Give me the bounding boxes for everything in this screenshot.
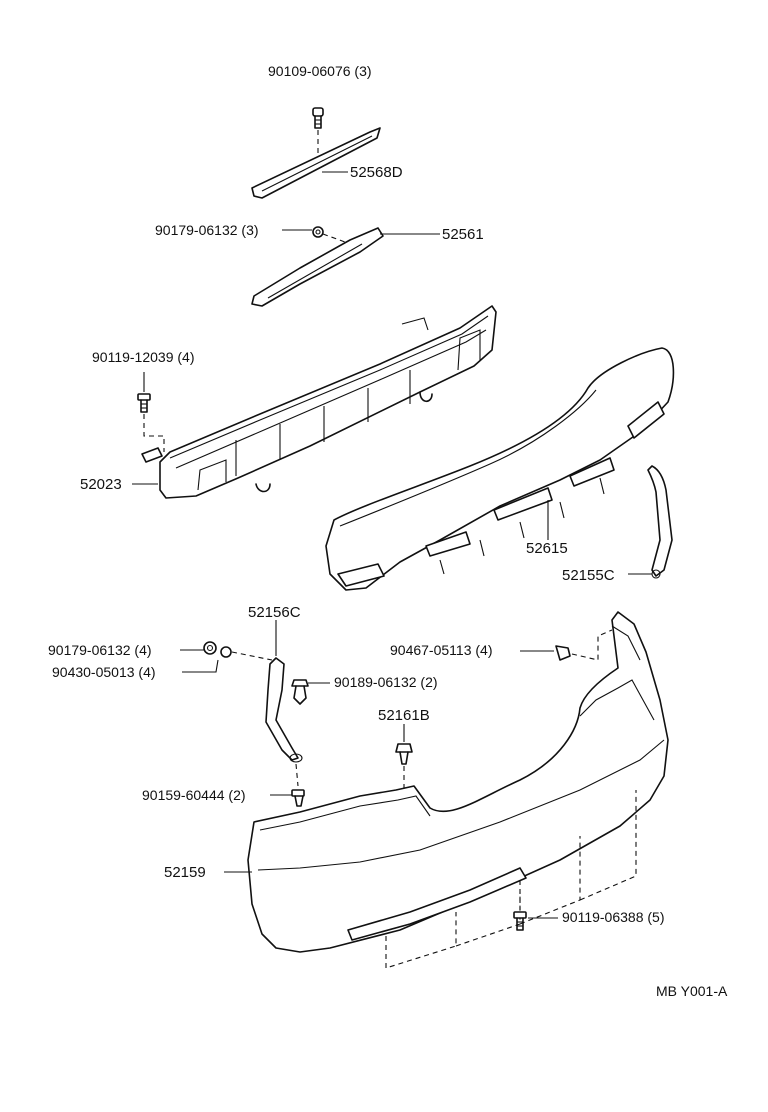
clip-90189-06132[interactable]: [291, 679, 330, 705]
label-52159: 52159: [164, 864, 206, 881]
bumper-cover-52159[interactable]: [224, 611, 669, 969]
reference-code: MB Y001-A: [656, 983, 728, 999]
label-90467-05113: 90467-05113 (4): [390, 642, 492, 658]
label-52023: 52023: [80, 476, 122, 493]
washer-90430-05013[interactable]: [182, 646, 273, 673]
clip-52161B[interactable]: [395, 724, 413, 790]
bolt-90109-06076[interactable]: [312, 107, 324, 158]
label-52615: 52615: [526, 540, 568, 557]
bracket-52156C[interactable]: [265, 620, 303, 787]
label-52568D: 52568D: [350, 164, 403, 181]
nut-90179-06132-top[interactable]: [282, 226, 346, 243]
label-52155C: 52155C: [562, 567, 615, 584]
label-90159-60444: 90159-60444 (2): [142, 787, 246, 803]
label-90119-12039: 90119-12039 (4): [92, 349, 194, 365]
label-52161B: 52161B: [378, 707, 430, 724]
bolt-90119-12039[interactable]: [137, 372, 165, 452]
label-90119-06388: 90119-06388 (5): [562, 909, 664, 925]
label-52156C: 52156C: [248, 604, 301, 621]
absorber-52561[interactable]: [251, 227, 440, 307]
label-90109-06076: 90109-06076 (3): [268, 63, 372, 79]
label-90179-06132-top: 90179-06132 (3): [155, 222, 259, 238]
reinforcement-52023[interactable]: [132, 305, 497, 499]
label-90179-06132-mid: 90179-06132 (4): [48, 642, 152, 658]
label-90189-06132: 90189-06132 (2): [334, 674, 438, 690]
bracket-52155C[interactable]: [628, 465, 673, 579]
retainer-52568D[interactable]: [251, 127, 381, 199]
nut-90179-06132-mid[interactable]: [180, 641, 217, 655]
absorber-52615[interactable]: [325, 347, 675, 591]
label-90430-05013: 90430-05013 (4): [52, 664, 156, 680]
clip-90467-05113[interactable]: [520, 629, 613, 661]
bolt-90119-06388[interactable]: [513, 880, 558, 931]
label-52561: 52561: [442, 226, 484, 243]
screw-90159-60444[interactable]: [270, 789, 305, 807]
